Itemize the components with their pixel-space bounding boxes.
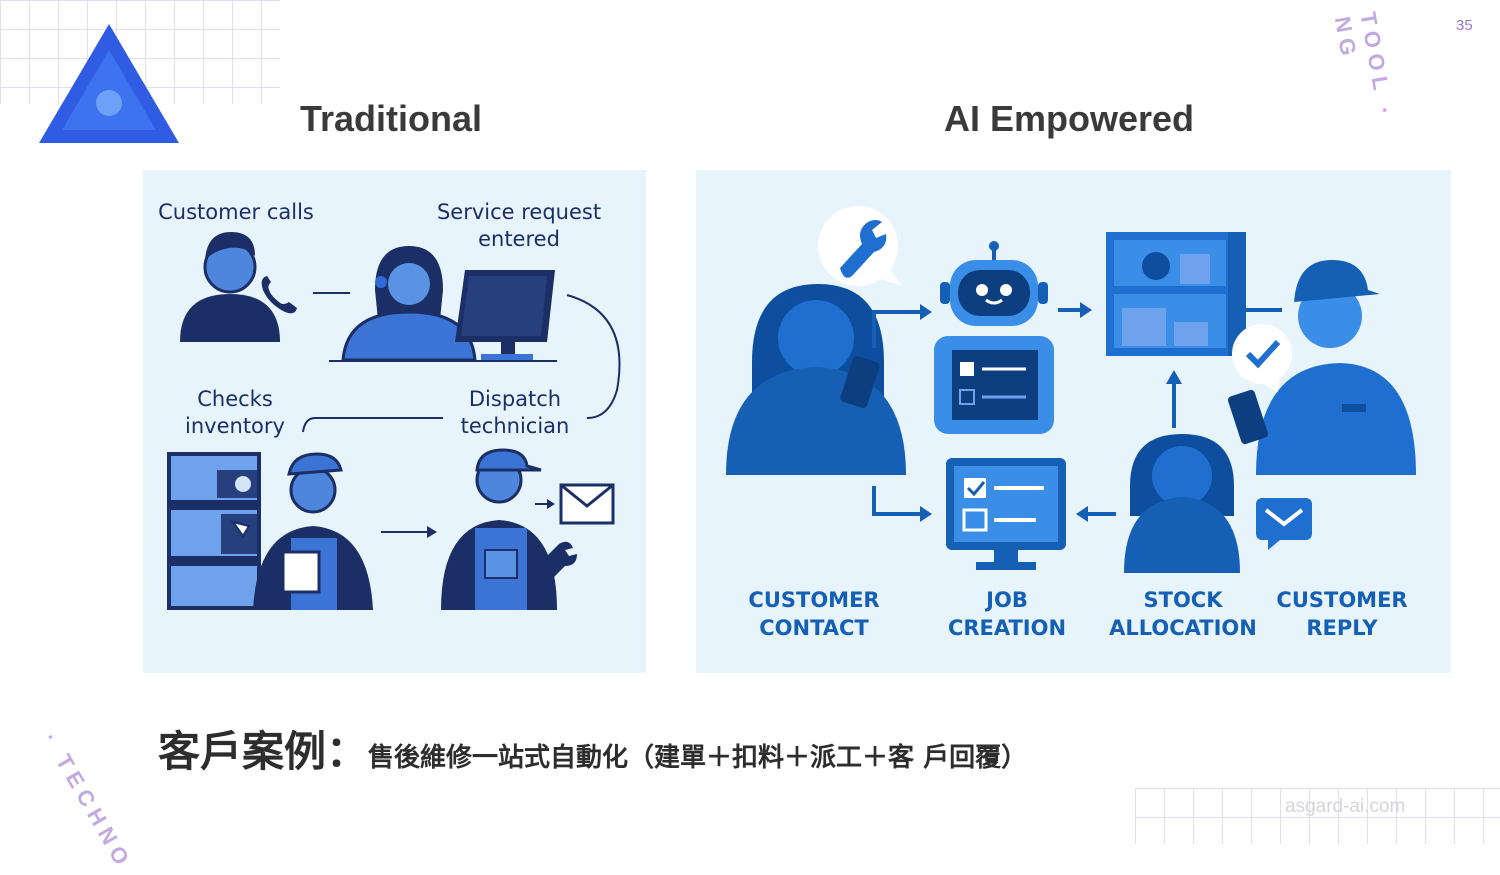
checks-inventory-label-line2: inventory [185, 414, 285, 438]
traditional-illustration-panel: Customer calls Service request entered C… [143, 170, 646, 673]
step-job-creation-line2: CREATION [947, 616, 1067, 640]
case-study-title-subtitle: 售後維修一站式自動化（建單＋扣料＋派工＋客 戶回覆） [368, 743, 1028, 773]
step-customer-contact-line1: CUSTOMER [748, 588, 880, 612]
case-study-title-main: 客戶案例： [158, 727, 369, 776]
check-bubble-icon [1232, 324, 1292, 392]
warehouse-worker-icon [230, 452, 373, 610]
step-stock-allocation-line1: STOCK [1143, 588, 1223, 612]
step-job-creation-line1: JOB [986, 588, 1028, 612]
dispatch-technician-label-line2: technician [460, 414, 570, 438]
dispatch-technician-label-line1: Dispatch [468, 387, 562, 411]
envelope-icon [559, 483, 615, 525]
service-request-label-line2: entered [478, 227, 560, 251]
case-study-title: 客戶案例：售後維修一站式自動化（建單＋扣料＋派工＋客 戶回覆） [158, 718, 1027, 779]
stock-shelf-icon [1106, 232, 1246, 356]
service-request-label-line1: Service request [436, 200, 602, 224]
traditional-illustration [167, 232, 621, 610]
traditional-heading: Traditional [300, 98, 483, 139]
step-customer-contact-line2: CONTACT [759, 616, 869, 640]
checks-inventory-label-line1: Checks [197, 387, 273, 411]
customer-calls-label: Customer calls [158, 200, 314, 224]
job-creation-monitor-icon [946, 458, 1066, 570]
bottom-right-grid-decoration [1135, 788, 1500, 844]
ring-text-decoration-bottom: · TECHNO [38, 728, 138, 875]
ai-empowered-illustration [726, 206, 1416, 573]
customer-calling-icon [180, 232, 297, 342]
stock-staff-woman-icon [1124, 434, 1240, 573]
customer-woman-icon [726, 284, 906, 475]
inventory-shelf-icon [167, 452, 261, 610]
step-customer-reply-line2: REPLY [1306, 616, 1378, 640]
page-number: 35 [1456, 17, 1473, 34]
technician-with-phone-icon [1228, 260, 1416, 475]
robot-assistant-icon [934, 241, 1054, 434]
ring-text-decoration-top: TOOL · NG [1329, 10, 1400, 123]
step-stock-allocation-line2: ALLOCATION [1109, 616, 1257, 640]
computer-monitor-icon [455, 270, 555, 360]
message-bubble-icon [1256, 498, 1312, 550]
watermark: asgard-ai.com [1285, 796, 1406, 817]
operator-icon [341, 246, 477, 362]
wrench-bubble-icon [818, 206, 902, 286]
triangle-logo [39, 24, 179, 143]
technician-icon [441, 448, 577, 610]
step-customer-reply-line1: CUSTOMER [1276, 588, 1408, 612]
ai-empowered-heading: AI Empowered [944, 98, 1195, 139]
ai-empowered-illustration-panel: CUSTOMER CONTACT JOB CREATION STOCK ALLO… [696, 170, 1451, 673]
